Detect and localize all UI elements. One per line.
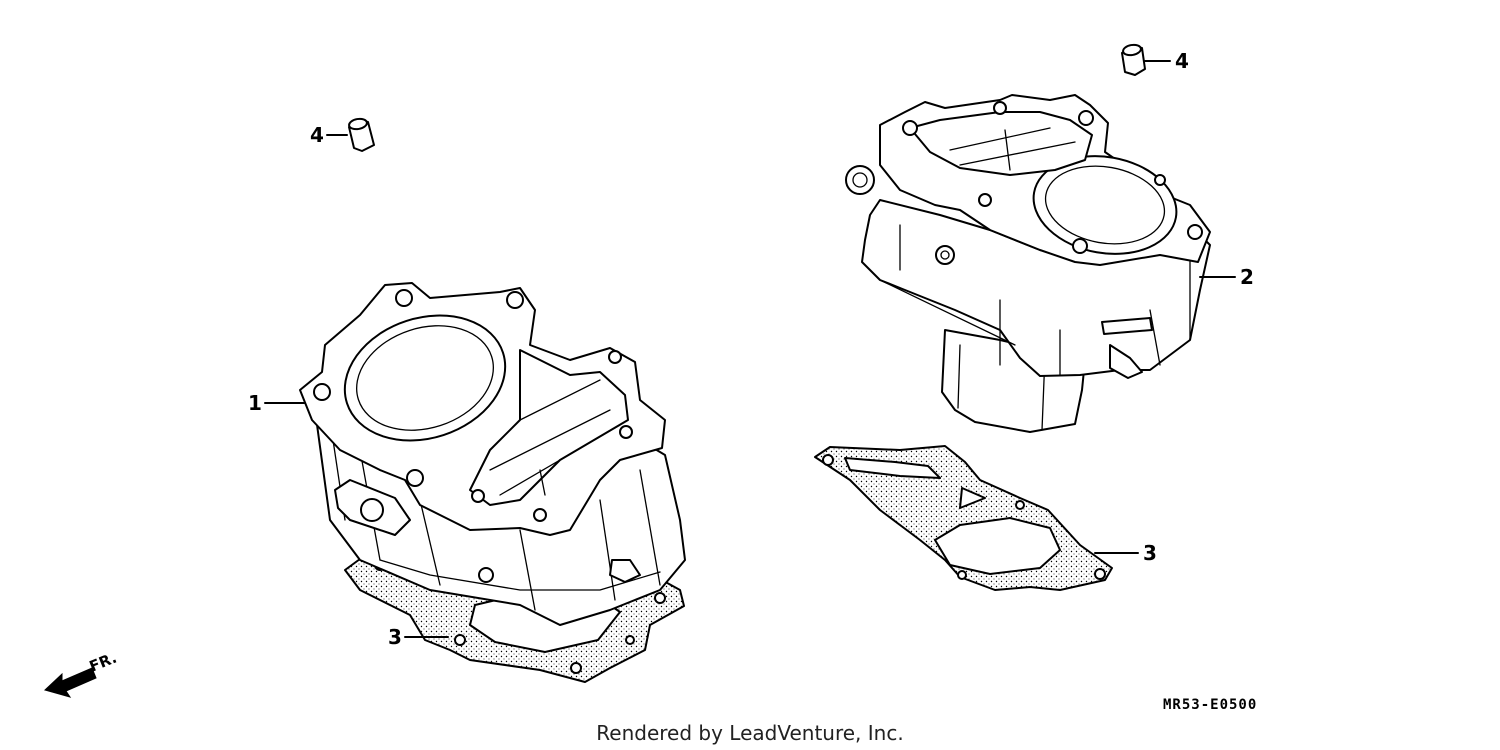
diagram-code: MR53-E0500 (1163, 697, 1257, 713)
right-dowel-pin (1121, 43, 1146, 76)
front-arrow-icon (44, 667, 97, 698)
front-direction-label: FR. (87, 649, 120, 676)
callout-1-left-cylinder[interactable]: 1 (248, 391, 262, 415)
callout-3-right-gasket[interactable]: 3 (1143, 541, 1157, 565)
left-cylinder (299, 282, 686, 626)
callout-2-right-cylinder[interactable]: 2 (1240, 265, 1254, 289)
callout-4-right-dowel[interactable]: 4 (1175, 49, 1189, 73)
credit-text: Rendered by LeadVenture, Inc. (596, 721, 903, 745)
right-cylinder (845, 94, 1211, 433)
front-direction-indicator: FR. (44, 649, 120, 698)
callout-3-left-gasket[interactable]: 3 (388, 625, 402, 649)
left-dowel-pin (348, 117, 375, 152)
right-cylinder-base-gasket (814, 445, 1113, 591)
callout-4-left-dowel[interactable]: 4 (310, 123, 324, 147)
